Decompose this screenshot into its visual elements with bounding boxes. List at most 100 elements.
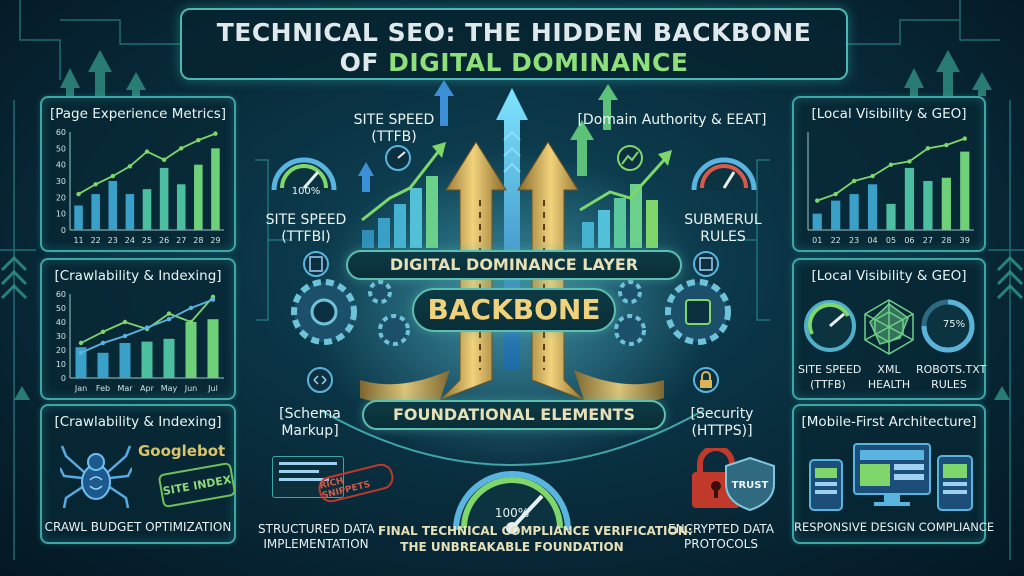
chart-bar (960, 151, 970, 230)
structured-data-caption: STRUCTURED DATA IMPLEMENTATION (258, 522, 375, 551)
panel-local-visibility-gauges: [Local Visibility & GEO] 75% SITE SPEED … (792, 258, 986, 400)
chart-bar (74, 205, 83, 230)
trend-point (925, 146, 931, 151)
y-tick-label: 60 (56, 128, 66, 137)
y-tick-label: 50 (56, 144, 66, 153)
trend-point (907, 159, 912, 164)
trend-point (833, 191, 838, 197)
final-verification-line1: FINAL TECHNICAL COMPLIANCE VERIFICATION: (378, 524, 693, 538)
gold-road-right (574, 370, 664, 405)
title-of: OF (339, 48, 379, 77)
code-icon (307, 367, 333, 393)
crawl-budget-caption: CRAWL BUDGET OPTIMIZATION (44, 520, 232, 534)
chart-bar (185, 322, 197, 378)
panel-mobile-first: [Mobile-First Architecture] RESPONSIVE D… (792, 404, 995, 544)
y-tick-label: 10 (56, 360, 66, 369)
site-index-stamp: SITE INDEX (157, 461, 237, 509)
chip-icon-right (693, 251, 719, 277)
backbone-banner: BACKBONE (412, 288, 616, 332)
spider-icon (60, 445, 132, 509)
chart-bar (211, 148, 220, 230)
x-tick-label: 29 (210, 236, 220, 245)
mobile-first-caption: RESPONSIVE DESIGN COMPLIANCE (794, 520, 995, 534)
final-verification-line2: THE UNBREAKABLE FOUNDATION (400, 540, 624, 554)
x-tick-label: 01 (812, 236, 822, 245)
document-icon-left (303, 251, 329, 277)
x-tick-label: 28 (193, 236, 203, 245)
trend-point (188, 319, 194, 325)
y-tick-label: 40 (56, 161, 66, 170)
x-tick-label: 26 (159, 236, 169, 245)
panel-title-local-visibility-gauges: [Local Visibility & GEO] (811, 268, 967, 284)
x-tick-label: 24 (125, 236, 135, 245)
digital-dominance-layer-banner: DIGITAL DOMINANCE LAYER (346, 250, 682, 280)
trend-point (210, 297, 216, 302)
title-digital-dominance: DIGITAL DOMINANCE (388, 48, 689, 77)
label-schema-markup: [Schema Markup] (279, 406, 341, 439)
y-tick-label: 40 (56, 318, 66, 327)
trend-point (144, 149, 150, 154)
panel-title-page-experience: [Page Experience Metrics] (49, 106, 227, 122)
radar-icon (864, 299, 914, 355)
label-domain-authority: [Domain Authority & EEAT] (577, 112, 767, 128)
chart-bar (141, 341, 153, 378)
encrypted-caption: ENCRYPTED DATA PROTOCOLS (668, 522, 774, 551)
padlock-shield-icon (692, 448, 775, 512)
backbone-text: BACKBONE (427, 293, 601, 326)
x-tick-label: 06 (904, 236, 914, 245)
label-security: [Security (HTTPS)] (690, 406, 754, 439)
gauge-bottom-value: 100% (494, 506, 530, 520)
chart-bar (91, 194, 100, 230)
chart-bar (119, 343, 131, 378)
x-tick-label: 22 (831, 236, 841, 245)
chart-bar (159, 167, 169, 230)
x-tick-label: Jun (184, 384, 198, 393)
chart-bar (176, 184, 186, 230)
gauges-row (804, 299, 975, 355)
mini-chart-icon (617, 145, 643, 171)
x-tick-label: 39 (960, 236, 970, 245)
label-submerul-rules: SUBMERUL RULES (684, 212, 762, 245)
y-tick-label: 60 (56, 290, 66, 299)
responsive-devices-icon (809, 443, 973, 511)
trend-point (213, 131, 218, 136)
y-tick-label: 50 (56, 304, 66, 313)
trend-point (78, 350, 84, 355)
chart-bar (207, 319, 219, 378)
x-tick-label: Jan (74, 384, 87, 393)
chart-bar (75, 347, 87, 378)
trend-point (93, 182, 98, 187)
y-tick-label: 20 (56, 346, 66, 355)
caption-xml-health: XML HEALTH (867, 363, 911, 391)
chart-bar (831, 200, 841, 230)
trend-point (144, 325, 150, 330)
trend-point (851, 178, 857, 184)
chart-bar (941, 177, 951, 230)
panel-title-crawlability-chart: [Crawlability & Indexing] (54, 268, 222, 284)
title-box: TECHNICAL SEO: THE HIDDEN BACKBONE OF DI… (180, 8, 848, 80)
chart-bar (97, 352, 109, 378)
y-tick-label: 20 (56, 193, 66, 202)
chart-bar (163, 338, 175, 378)
caption-site-speed: SITE SPEED (TTFB) (798, 363, 862, 391)
trend-point (962, 136, 967, 141)
panel-title-crawl-budget: [Crawlability & Indexing] (54, 414, 222, 430)
x-tick-label: Apr (140, 384, 155, 393)
percent-gauge-icon (921, 299, 975, 353)
trend-point (179, 146, 184, 151)
x-tick-label: May (161, 384, 178, 393)
trend-point (944, 142, 949, 148)
x-tick-label: 27 (923, 236, 933, 245)
panel-crawl-budget: [Crawlability & Indexing] Googlebot SITE… (40, 404, 237, 544)
x-tick-label: Jul (207, 384, 218, 393)
chart-bar (886, 203, 896, 230)
x-tick-label: 22 (91, 236, 101, 245)
percent-75-label: 75% (942, 319, 966, 330)
panel-title-mobile-first: [Mobile-First Architecture] (801, 414, 977, 430)
trust-label: TRUST (731, 480, 769, 491)
chart-bar (867, 184, 878, 230)
panel-title-local-visibility-chart: [Local Visibility & GEO] (811, 106, 967, 122)
